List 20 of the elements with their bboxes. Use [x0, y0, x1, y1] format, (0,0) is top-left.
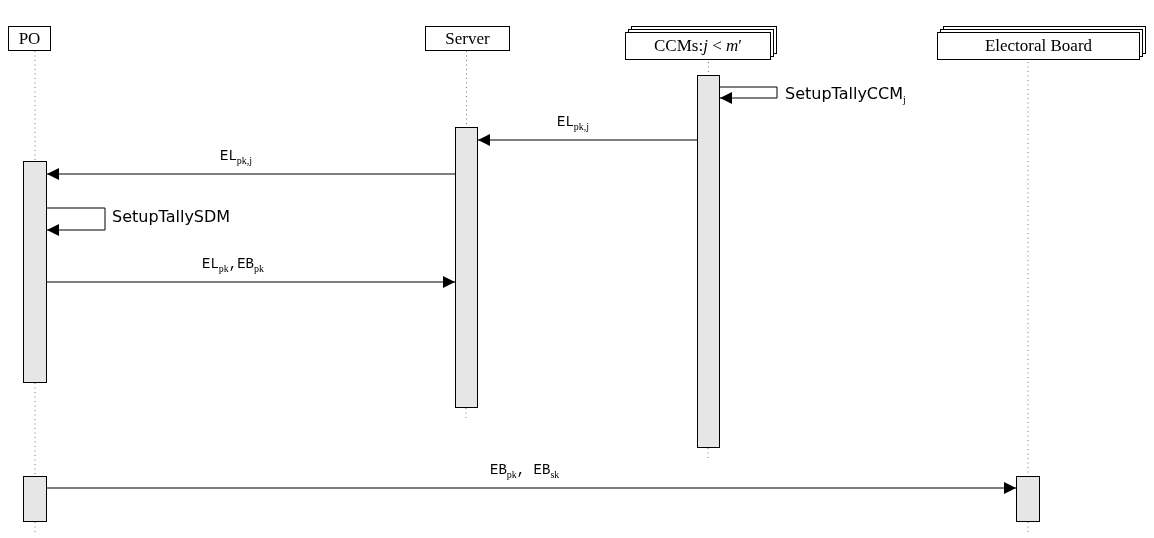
activation-bar	[23, 476, 47, 522]
message-arrow	[46, 276, 456, 288]
activation-bar	[23, 161, 47, 383]
edge-label: SetupTallyCCM$_{j}$	[783, 84, 908, 106]
edge-label: EB$_{pk}$, EB$_{sk}$	[488, 462, 562, 480]
message-arrow	[46, 482, 1017, 494]
lifeline-header: CCMs:j < m′	[625, 32, 771, 60]
activation-bar	[455, 127, 478, 408]
lifeline-header: PO	[8, 26, 51, 51]
edge-label: EL$_{pk,j}$	[555, 114, 592, 132]
message-arrow	[477, 134, 698, 146]
activation-bar	[697, 75, 720, 448]
edge-label: EL$_{pk,j}$	[218, 148, 255, 166]
activation-bar	[1016, 476, 1040, 522]
self-message-arrow	[719, 86, 778, 104]
message-arrow	[46, 168, 456, 180]
lifeline-header: Electoral Board	[937, 32, 1140, 60]
self-message-arrow	[46, 207, 106, 236]
edge-label: EL$_{pk}$,EB$_{pk}$	[200, 256, 267, 274]
lifeline-header: Server	[425, 26, 510, 51]
